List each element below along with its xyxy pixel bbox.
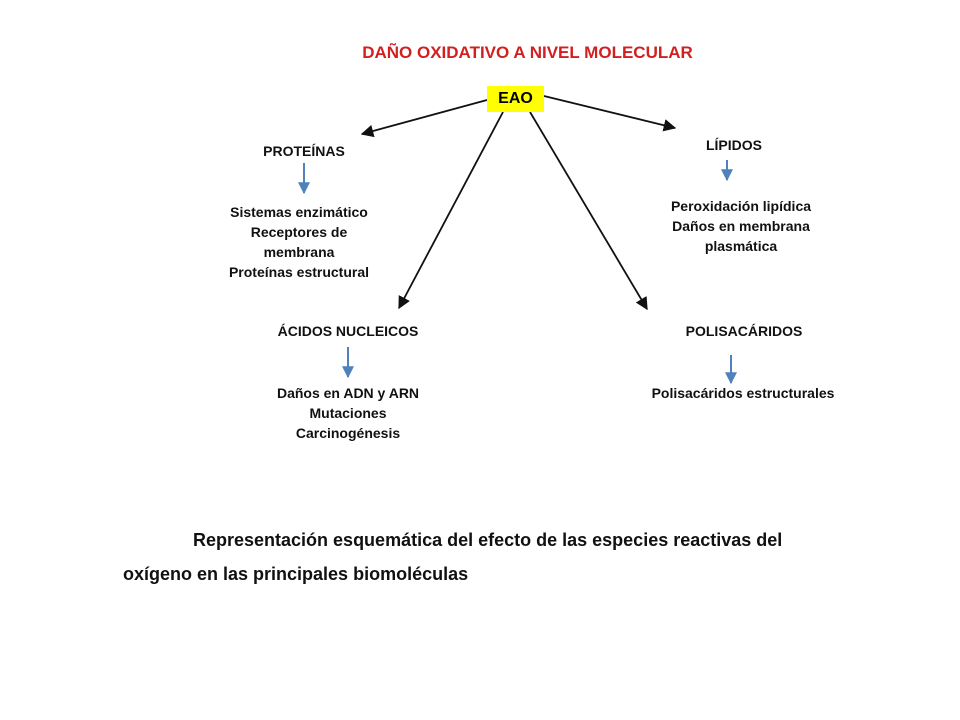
list-item: Carcinogénesis <box>295 425 401 441</box>
center-node-eao: EAO <box>487 86 544 112</box>
node-polisacaridos-items: Polisacáridos estructurales <box>620 383 866 403</box>
list-item: Mutaciones <box>309 405 387 421</box>
arrow-to-lipidos <box>543 95 677 132</box>
node-lipidos-items: Peroxidación lipídica Daños en membrana … <box>636 196 846 256</box>
list-item: membrana <box>263 244 335 260</box>
caption-line-1: Representación esquemática del efecto de… <box>193 530 783 550</box>
node-polisacaridos-label: POLISACÁRIDOS <box>685 323 803 339</box>
list-item: plasmática <box>704 238 778 254</box>
list-item: Receptores de <box>250 224 348 240</box>
arrow-to-proteinas <box>360 99 488 138</box>
node-lipidos-label: LÍPIDOS <box>705 137 762 153</box>
list-item: Polisacáridos estructurales <box>651 385 835 401</box>
node-proteinas-items: Sistemas enzimático Receptores de membra… <box>196 202 402 282</box>
diagram-title: DAÑO OXIDATIVO A NIVEL MOLECULAR <box>362 43 693 62</box>
node-acidos-label: ÁCIDOS NUCLEICOS <box>277 323 419 339</box>
node-acidos-items: Daños en ADN y ARN Mutaciones Carcinogén… <box>248 383 448 443</box>
node-proteinas-label: PROTEÍNAS <box>263 143 345 159</box>
arrow-to-acidos <box>398 111 504 310</box>
arrow-to-polisacaridos <box>529 111 648 311</box>
list-item: Peroxidación lipídica <box>670 198 812 214</box>
list-item: Proteínas estructural <box>228 264 370 280</box>
caption-line-2: oxígeno en las principales biomoléculas <box>123 564 469 584</box>
list-item: Sistemas enzimático <box>230 204 368 220</box>
list-item: Daños en membrana <box>672 218 810 234</box>
list-item: Daños en ADN y ARN <box>276 385 420 401</box>
